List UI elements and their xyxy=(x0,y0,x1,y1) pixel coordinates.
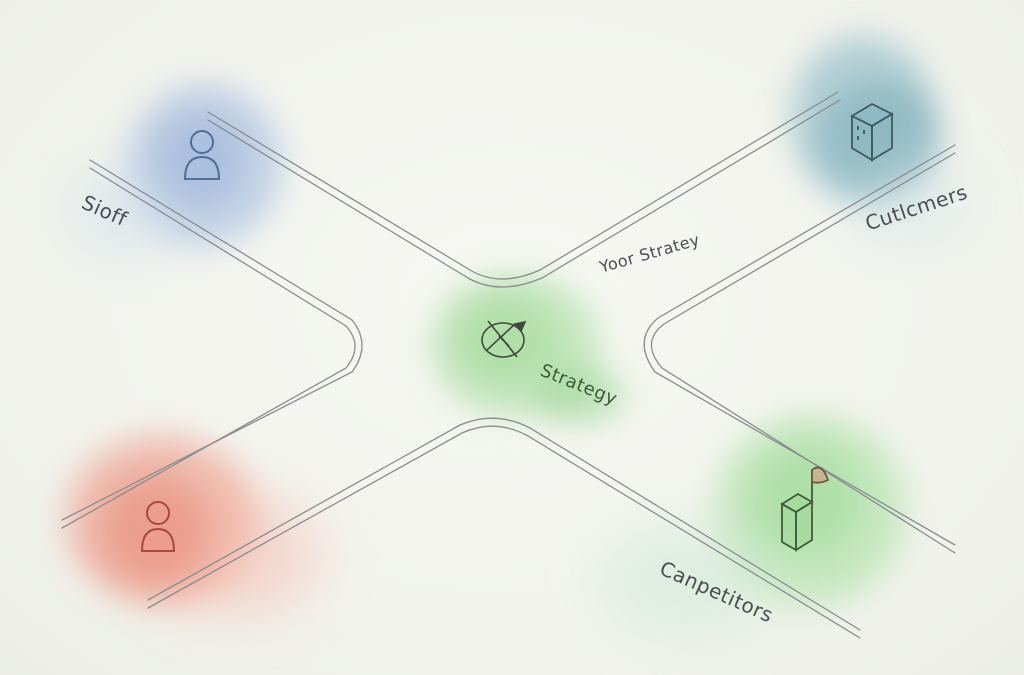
building-box-icon xyxy=(850,102,894,162)
road-bottom-inner xyxy=(147,425,861,639)
watercolor-blobs xyxy=(65,36,965,635)
road-left-outer xyxy=(61,159,363,521)
road-left-inner xyxy=(61,167,356,529)
road-top-outer xyxy=(207,91,839,280)
compass-target-icon xyxy=(481,320,527,358)
strategy-blob xyxy=(430,273,625,423)
staff-blob xyxy=(68,83,283,258)
road-top-inner xyxy=(207,99,841,288)
road-bottom-outer xyxy=(147,417,861,631)
building-flag-icon xyxy=(780,466,830,552)
person-icon xyxy=(140,501,176,552)
person-icon xyxy=(183,130,221,180)
road-lines xyxy=(61,91,956,639)
road-right-inner xyxy=(650,152,956,554)
competitors-blob xyxy=(600,415,905,635)
road-right-outer xyxy=(643,144,956,546)
customers-blob xyxy=(790,36,965,243)
